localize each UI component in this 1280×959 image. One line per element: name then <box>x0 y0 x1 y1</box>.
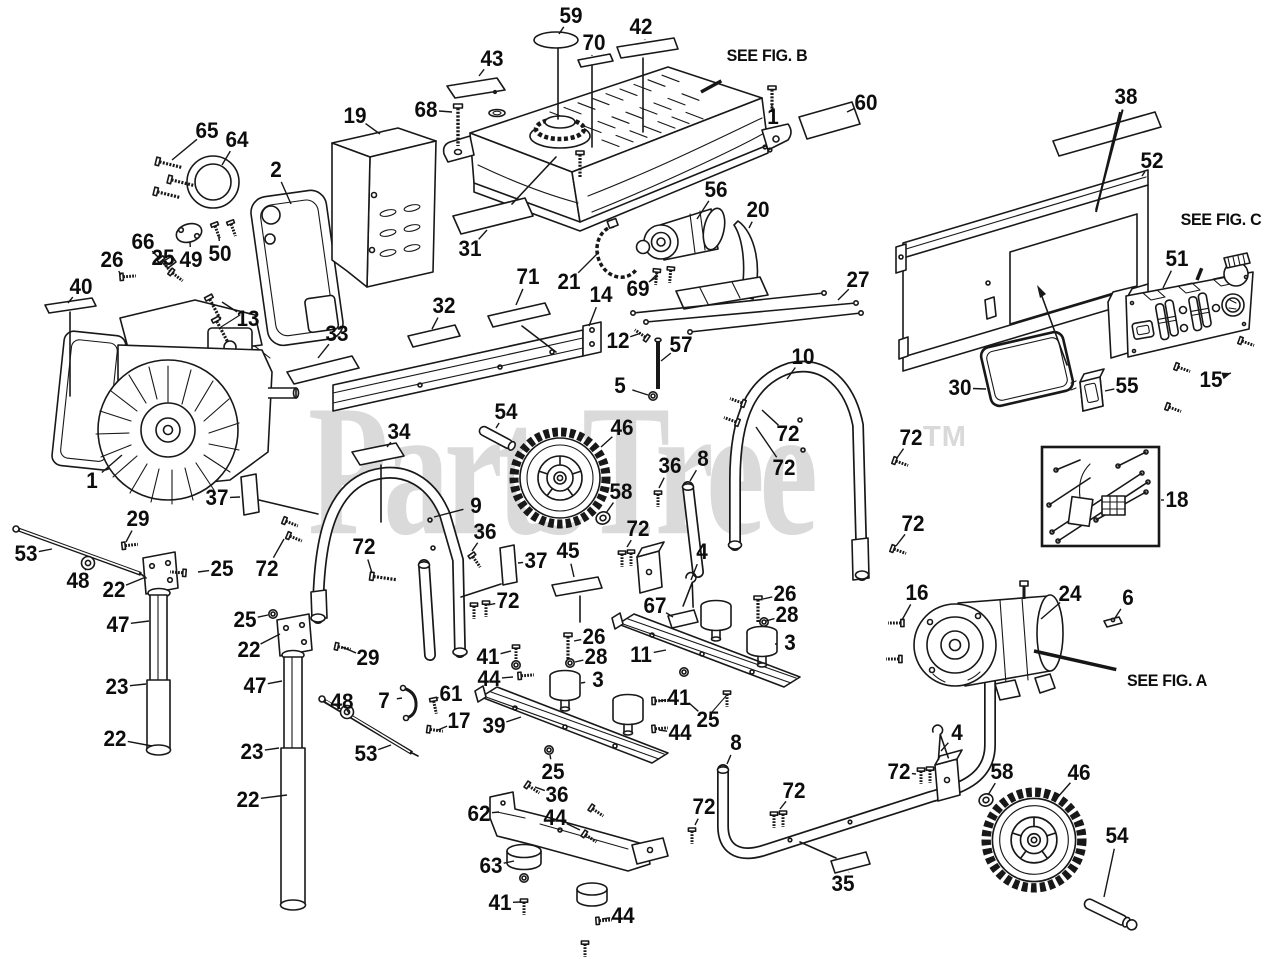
frame-handle-right <box>727 360 870 581</box>
trademark-symbol: TM <box>923 421 967 453</box>
tie-rod-rear <box>318 695 419 757</box>
leader-lines <box>38 26 1232 920</box>
exhaust-gasket <box>161 155 240 269</box>
starter-motor <box>635 207 726 261</box>
shim-plate-67 <box>667 609 699 629</box>
washer-58-front <box>595 511 611 525</box>
tie-rod-front <box>12 525 147 579</box>
switch-55 <box>1070 368 1105 412</box>
axle-pin-front <box>478 425 516 451</box>
wheel-front <box>514 432 606 524</box>
access-panel-30 <box>979 285 1075 408</box>
support-leg-right <box>276 613 313 911</box>
skid-rail-11 <box>611 612 801 688</box>
decals-lower <box>240 442 603 623</box>
control-panel <box>1107 252 1254 359</box>
stud-57 <box>654 337 662 389</box>
frame-tube-short-left <box>417 559 436 661</box>
heat-shield-bracket <box>331 127 437 288</box>
wire-harness-kit <box>1040 445 1161 548</box>
frame-tube-short-center <box>681 481 704 578</box>
engine <box>44 297 300 505</box>
mounting-bracket-62 <box>489 791 669 872</box>
frame-handle-left <box>310 466 468 658</box>
rubber-foot-63 <box>506 843 608 907</box>
skid-rail-39 <box>474 685 669 764</box>
labels-and-decals-top <box>446 31 1162 157</box>
link-7 <box>399 684 418 722</box>
muffler <box>245 189 344 365</box>
washer-58-rear <box>978 793 994 807</box>
axle-pin-rear <box>1083 898 1138 931</box>
support-leg-left <box>142 551 179 756</box>
alternator <box>913 580 1064 701</box>
hose-clamp <box>595 217 638 279</box>
cross-rail <box>286 156 602 412</box>
wheel-rear <box>986 792 1082 888</box>
fasteners <box>118 84 1257 959</box>
control-cables <box>629 289 864 335</box>
clip-6 <box>1103 616 1123 628</box>
decal-35 <box>830 851 871 874</box>
fuel-tank <box>442 47 792 232</box>
